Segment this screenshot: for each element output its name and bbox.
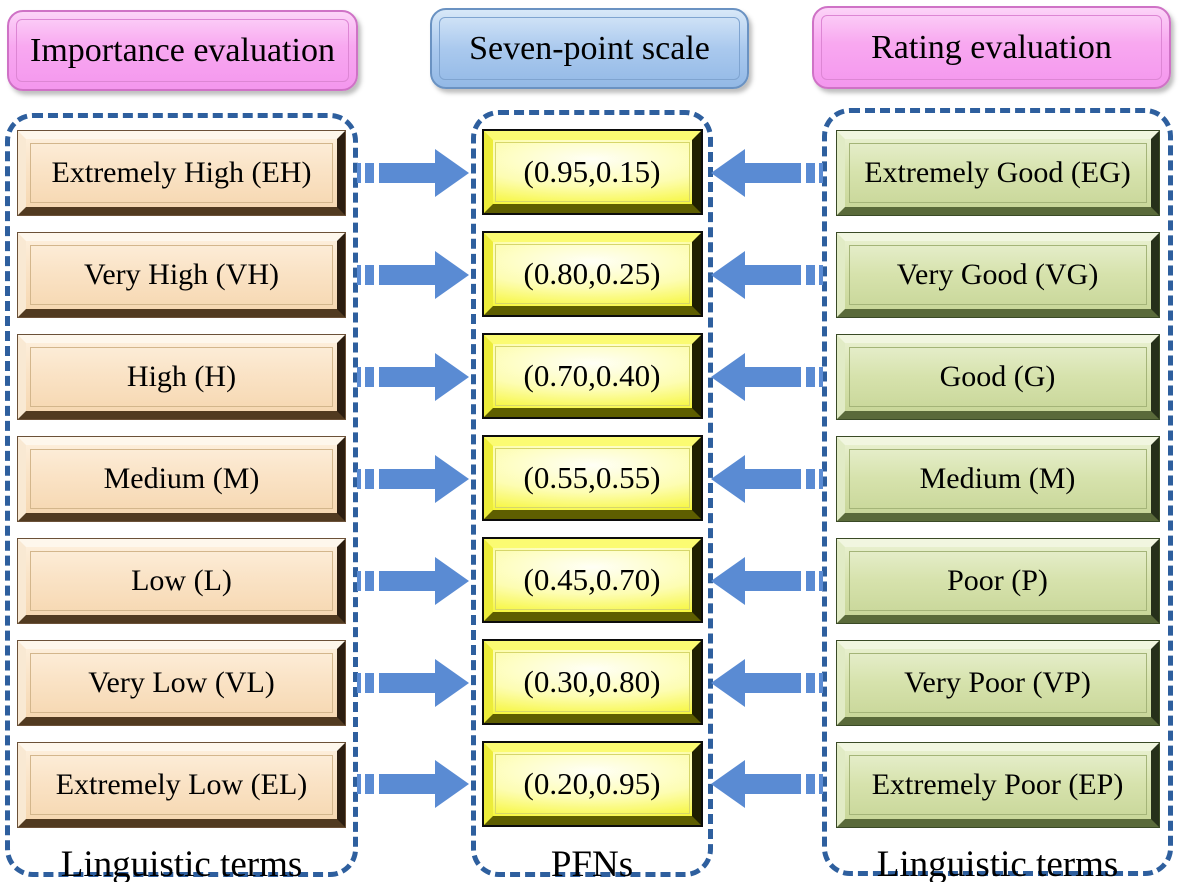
striped-left-arrow-icon: [711, 557, 823, 605]
striped-right-arrow-icon: [357, 149, 469, 197]
pfn-value-label: (0.20,0.95): [523, 766, 661, 801]
rating-term-label: Medium (M): [919, 462, 1076, 495]
pfn-value-box: (0.80,0.25): [483, 233, 701, 315]
importance-term-box: Very Low (VL): [18, 641, 345, 725]
importance-term-label: Very Low (VL): [88, 666, 275, 699]
pfn-value-box: (0.30,0.80): [483, 641, 701, 723]
striped-left-arrow-icon: [711, 251, 823, 299]
rating-term-box: Very Poor (VP): [836, 641, 1159, 725]
pfn-panel-footer: PFNs: [550, 844, 634, 882]
pfn-value-box: (0.70,0.40): [483, 335, 701, 417]
rating-panel: Extremely Good (EG) Very Good (VG) Good …: [822, 108, 1173, 882]
rating-term-label: Poor (P): [947, 564, 1048, 597]
importance-term-label: Extremely Low (EL): [55, 768, 308, 801]
rating-term-box: Poor (P): [836, 539, 1159, 623]
rating-term-label: Very Good (VG): [896, 258, 1099, 291]
seven-point-scale-header: Seven-point scale: [430, 8, 749, 89]
rating-term-box: Good (G): [836, 335, 1159, 419]
importance-evaluation-header-label: Importance evaluation: [30, 31, 335, 69]
rating-term-box: Medium (M): [836, 437, 1159, 521]
rating-evaluation-header: Rating evaluation: [812, 6, 1171, 89]
importance-panel-footer: Linguistic terms: [60, 844, 303, 882]
striped-right-arrow-icon: [357, 353, 469, 401]
striped-right-arrow-icon: [357, 251, 469, 299]
rating-evaluation-header-label: Rating evaluation: [871, 28, 1112, 66]
pfn-value-box: (0.45,0.70): [483, 539, 701, 621]
importance-evaluation-header: Importance evaluation: [7, 10, 358, 91]
importance-term-box: Low (L): [18, 539, 345, 623]
importance-term-box: Medium (M): [18, 437, 345, 521]
rating-term-box: Very Good (VG): [836, 233, 1159, 317]
striped-right-arrow-icon: [357, 760, 469, 808]
pfn-value-box: (0.95,0.15): [483, 131, 701, 213]
striped-right-arrow-icon: [357, 659, 469, 707]
rating-term-label: Extremely Poor (EP): [871, 768, 1124, 801]
pfn-value-label: (0.55,0.55): [523, 460, 661, 495]
pfn-value-box: (0.55,0.55): [483, 437, 701, 519]
importance-term-box: Extremely Low (EL): [18, 743, 345, 827]
pfn-panel: (0.95,0.15) (0.80,0.25) (0.70,0.40) (0.5…: [471, 110, 713, 882]
rating-term-label: Good (G): [939, 360, 1056, 393]
striped-right-arrow-icon: [357, 557, 469, 605]
striped-right-arrow-icon: [357, 455, 469, 503]
rating-panel-footer: Linguistic terms: [876, 844, 1119, 882]
importance-term-label: Very High (VH): [84, 258, 279, 291]
rating-term-box: Extremely Good (EG): [836, 131, 1159, 215]
importance-term-label: Medium (M): [103, 462, 260, 495]
pfn-value-label: (0.95,0.15): [523, 154, 661, 189]
pfn-value-label: (0.30,0.80): [523, 664, 661, 699]
importance-panel: Extremely High (EH) Very High (VH) High …: [5, 113, 358, 882]
rating-term-box: Extremely Poor (EP): [836, 743, 1159, 827]
importance-term-box: Extremely High (EH): [18, 131, 345, 215]
seven-point-scale-header-label: Seven-point scale: [469, 29, 710, 67]
importance-term-label: High (H): [126, 360, 237, 393]
importance-term-label: Low (L): [131, 564, 232, 597]
striped-left-arrow-icon: [711, 149, 823, 197]
striped-left-arrow-icon: [711, 659, 823, 707]
rating-term-label: Extremely Good (EG): [864, 156, 1131, 189]
importance-term-box: Very High (VH): [18, 233, 345, 317]
importance-term-box: High (H): [18, 335, 345, 419]
rating-term-label: Very Poor (VP): [904, 666, 1091, 699]
striped-left-arrow-icon: [711, 760, 823, 808]
pfn-value-label: (0.45,0.70): [523, 562, 661, 597]
pfn-value-label: (0.70,0.40): [523, 358, 661, 393]
pfn-value-box: (0.20,0.95): [483, 743, 701, 825]
pfn-value-label: (0.80,0.25): [523, 256, 661, 291]
striped-left-arrow-icon: [711, 353, 823, 401]
striped-left-arrow-icon: [711, 455, 823, 503]
importance-term-label: Extremely High (EH): [51, 156, 312, 189]
